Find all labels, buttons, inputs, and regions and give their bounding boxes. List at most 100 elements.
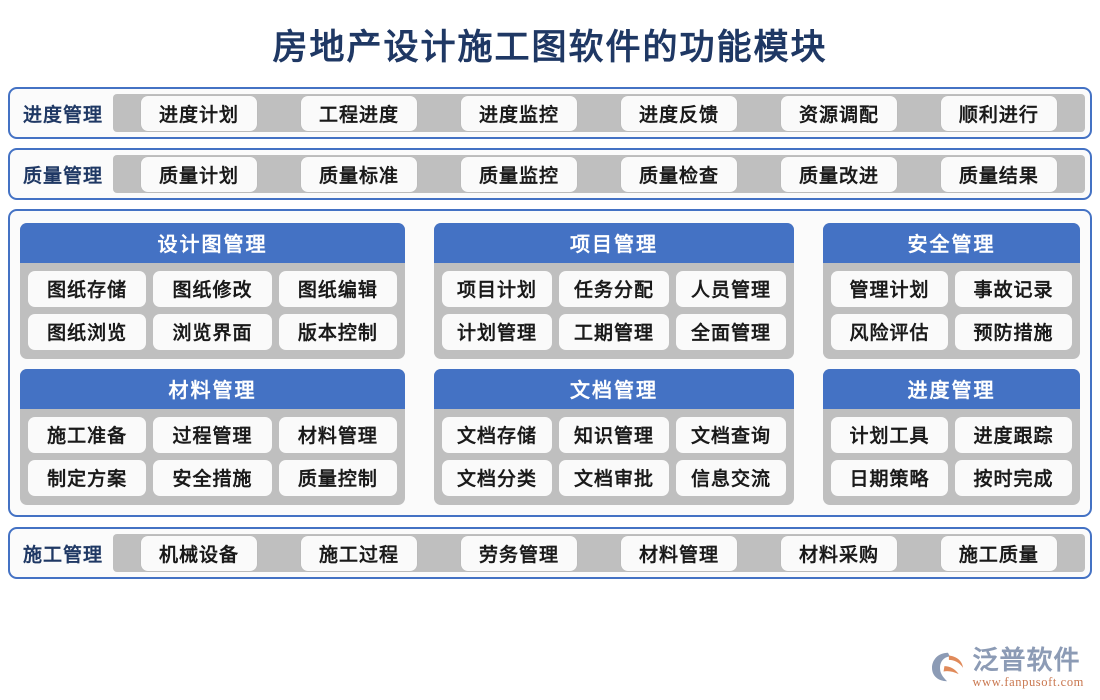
pill-progress-2[interactable]: 进度监控	[460, 95, 577, 131]
pill-quality-5[interactable]: 质量结果	[940, 156, 1057, 192]
pill-progress-0[interactable]: 进度计划	[141, 95, 258, 131]
chip-design-4[interactable]: 浏览界面	[153, 314, 272, 350]
chip-document-3[interactable]: 文档分类	[442, 460, 552, 496]
pill-construction-5[interactable]: 施工质量	[940, 535, 1057, 571]
progress-management-panel: 进度管理 进度计划 工程进度 进度监控 进度反馈 资源调配 顺利进行	[8, 87, 1092, 139]
logo-text-wrap: 泛普软件 www.fanpusoft.com	[973, 647, 1084, 689]
card-title: 项目管理	[434, 223, 794, 263]
card-line: 日期策略 按时完成	[831, 460, 1072, 496]
card-line: 图纸浏览 浏览界面 版本控制	[28, 314, 397, 350]
card-body: 文档存储 知识管理 文档查询 文档分类 文档审批 信息交流	[434, 409, 794, 496]
strip-label-quality: 质量管理	[23, 165, 104, 187]
pill-quality-4[interactable]: 质量改进	[780, 156, 897, 192]
pill-progress-4[interactable]: 资源调配	[780, 95, 897, 131]
pill-progress-3[interactable]: 进度反馈	[620, 95, 737, 131]
modules-grid-row-2: 材料管理 施工准备 过程管理 材料管理 制定方案 安全措施 质量控制 文档管理 …	[20, 369, 1080, 505]
card-title: 设计图管理	[20, 223, 405, 263]
pill-quality-0[interactable]: 质量计划	[141, 156, 258, 192]
chip-schedule-1[interactable]: 进度跟踪	[955, 417, 1072, 453]
strip-band-construction: 机械设备 施工过程 劳务管理 材料管理 材料采购 施工质量	[113, 534, 1085, 572]
chip-safety-1[interactable]: 事故记录	[955, 271, 1072, 307]
strip-row: 进度管理 进度计划 工程进度 进度监控 进度反馈 资源调配 顺利进行	[10, 89, 1090, 137]
strip-band-progress: 进度计划 工程进度 进度监控 进度反馈 资源调配 顺利进行	[113, 94, 1085, 132]
pill-construction-4[interactable]: 材料采购	[780, 535, 897, 571]
chip-material-5[interactable]: 质量控制	[278, 460, 397, 496]
chip-safety-2[interactable]: 风险评估	[831, 314, 948, 350]
chip-schedule-0[interactable]: 计划工具	[831, 417, 948, 453]
chip-project-4[interactable]: 工期管理	[559, 314, 669, 350]
brand-name: 泛普软件	[972, 644, 1081, 675]
pill-construction-3[interactable]: 材料管理	[620, 535, 737, 571]
strip-row: 施工管理 机械设备 施工过程 劳务管理 材料管理 材料采购 施工质量	[10, 529, 1090, 577]
card-document-management[interactable]: 文档管理 文档存储 知识管理 文档查询 文档分类 文档审批 信息交流	[434, 369, 794, 505]
chip-document-2[interactable]: 文档查询	[676, 417, 786, 453]
card-title: 材料管理	[20, 369, 405, 409]
chip-design-1[interactable]: 图纸修改	[153, 271, 272, 307]
chip-material-1[interactable]: 过程管理	[153, 417, 272, 453]
chip-project-0[interactable]: 项目计划	[442, 271, 552, 307]
card-title: 文档管理	[434, 369, 794, 409]
chip-project-2[interactable]: 人员管理	[676, 271, 786, 307]
chip-project-1[interactable]: 任务分配	[559, 271, 669, 307]
chip-material-4[interactable]: 安全措施	[153, 460, 272, 496]
strip-label-construction: 施工管理	[23, 544, 104, 566]
card-design-drawing-management[interactable]: 设计图管理 图纸存储 图纸修改 图纸编辑 图纸浏览 浏览界面 版本控制	[20, 223, 405, 359]
chip-schedule-3[interactable]: 按时完成	[955, 460, 1072, 496]
card-body: 计划工具 进度跟踪 日期策略 按时完成	[823, 409, 1080, 496]
chip-project-3[interactable]: 计划管理	[442, 314, 552, 350]
pill-progress-5[interactable]: 顺利进行	[940, 95, 1057, 131]
chip-document-1[interactable]: 知识管理	[559, 417, 669, 453]
modules-grid-row-1: 设计图管理 图纸存储 图纸修改 图纸编辑 图纸浏览 浏览界面 版本控制 项目管理…	[20, 223, 1080, 359]
chip-schedule-2[interactable]: 日期策略	[831, 460, 948, 496]
card-line: 施工准备 过程管理 材料管理	[28, 417, 397, 453]
pill-quality-1[interactable]: 质量标准	[300, 156, 417, 192]
card-body: 图纸存储 图纸修改 图纸编辑 图纸浏览 浏览界面 版本控制	[20, 263, 405, 350]
chip-design-5[interactable]: 版本控制	[278, 314, 397, 350]
card-body: 管理计划 事故记录 风险评估 预防措施	[823, 263, 1080, 350]
pill-construction-2[interactable]: 劳务管理	[460, 535, 577, 571]
card-title: 进度管理	[823, 369, 1080, 409]
card-line: 制定方案 安全措施 质量控制	[28, 460, 397, 496]
chip-design-3[interactable]: 图纸浏览	[28, 314, 147, 350]
strip-label-progress: 进度管理	[23, 104, 104, 126]
chip-design-0[interactable]: 图纸存储	[28, 271, 147, 307]
strip-row: 质量管理 质量计划 质量标准 质量监控 质量检查 质量改进 质量结果	[10, 150, 1090, 198]
card-schedule-management[interactable]: 进度管理 计划工具 进度跟踪 日期策略 按时完成	[823, 369, 1080, 505]
pill-construction-1[interactable]: 施工过程	[300, 535, 417, 571]
fanpu-logo-icon	[931, 653, 963, 682]
pill-quality-2[interactable]: 质量监控	[460, 156, 577, 192]
card-body: 项目计划 任务分配 人员管理 计划管理 工期管理 全面管理	[434, 263, 794, 350]
pill-progress-1[interactable]: 工程进度	[300, 95, 417, 131]
chip-document-4[interactable]: 文档审批	[559, 460, 669, 496]
chip-design-2[interactable]: 图纸编辑	[278, 271, 397, 307]
brand-url: www.fanpusoft.com	[972, 674, 1084, 689]
footer-branding: 泛普软件 www.fanpusoft.com	[930, 647, 1084, 689]
card-line: 文档存储 知识管理 文档查询	[442, 417, 786, 453]
construction-management-panel: 施工管理 机械设备 施工过程 劳务管理 材料管理 材料采购 施工质量	[8, 527, 1092, 579]
chip-safety-3[interactable]: 预防措施	[955, 314, 1072, 350]
card-safety-management[interactable]: 安全管理 管理计划 事故记录 风险评估 预防措施	[823, 223, 1080, 359]
card-body: 施工准备 过程管理 材料管理 制定方案 安全措施 质量控制	[20, 409, 405, 496]
quality-management-panel: 质量管理 质量计划 质量标准 质量监控 质量检查 质量改进 质量结果	[8, 148, 1092, 200]
chip-safety-0[interactable]: 管理计划	[831, 271, 948, 307]
strip-band-quality: 质量计划 质量标准 质量监控 质量检查 质量改进 质量结果	[113, 155, 1085, 193]
chip-material-0[interactable]: 施工准备	[28, 417, 147, 453]
pill-construction-0[interactable]: 机械设备	[141, 535, 258, 571]
card-line: 文档分类 文档审批 信息交流	[442, 460, 786, 496]
card-line: 风险评估 预防措施	[831, 314, 1072, 350]
card-line: 项目计划 任务分配 人员管理	[442, 271, 786, 307]
card-title: 安全管理	[823, 223, 1080, 263]
pill-quality-3[interactable]: 质量检查	[620, 156, 737, 192]
card-line: 图纸存储 图纸修改 图纸编辑	[28, 271, 397, 307]
page-title: 房地产设计施工图软件的功能模块	[272, 28, 828, 67]
card-project-management[interactable]: 项目管理 项目计划 任务分配 人员管理 计划管理 工期管理 全面管理	[434, 223, 794, 359]
chip-project-5[interactable]: 全面管理	[676, 314, 786, 350]
card-line: 计划工具 进度跟踪	[831, 417, 1072, 453]
card-line: 管理计划 事故记录	[831, 271, 1072, 307]
chip-document-0[interactable]: 文档存储	[442, 417, 552, 453]
card-line: 计划管理 工期管理 全面管理	[442, 314, 786, 350]
card-material-management[interactable]: 材料管理 施工准备 过程管理 材料管理 制定方案 安全措施 质量控制	[20, 369, 405, 505]
chip-document-5[interactable]: 信息交流	[676, 460, 786, 496]
chip-material-3[interactable]: 制定方案	[28, 460, 147, 496]
chip-material-2[interactable]: 材料管理	[278, 417, 397, 453]
